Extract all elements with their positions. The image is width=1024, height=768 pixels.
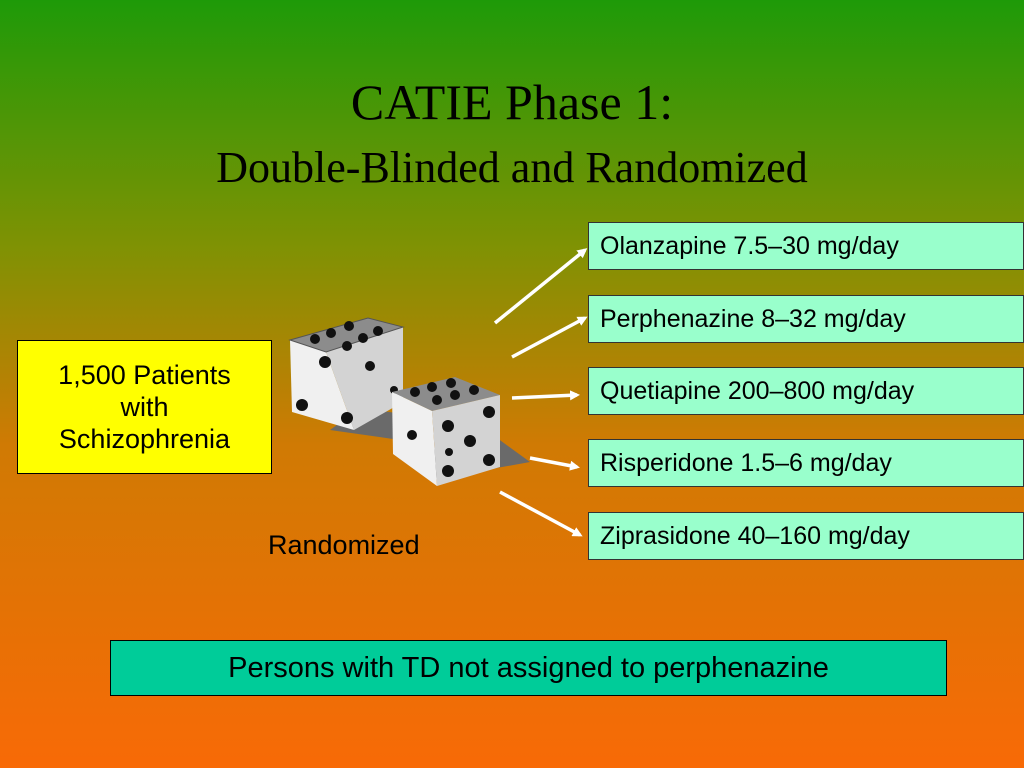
arm-label: Quetiapine 200–800 mg/day (600, 376, 915, 405)
patients-box: 1,500 Patients with Schizophrenia (17, 340, 272, 474)
arm-box-olanzapine: Olanzapine 7.5–30 mg/day (588, 222, 1024, 270)
td-note-box: Persons with TD not assigned to perphena… (110, 640, 947, 696)
arm-box-perphenazine: Perphenazine 8–32 mg/day (588, 295, 1024, 343)
arrow-icon (511, 316, 588, 359)
slide-title: CATIE Phase 1: (350, 74, 674, 130)
arm-label: Risperidone 1.5–6 mg/day (600, 448, 892, 477)
arm-label: Ziprasidone 40–160 mg/day (600, 521, 910, 550)
arrow-icon (511, 390, 580, 401)
randomized-label: Randomized (268, 530, 420, 560)
arrow-icon (529, 456, 580, 471)
arm-label: Olanzapine 7.5–30 mg/day (600, 231, 899, 260)
arm-box-quetiapine: Quetiapine 200–800 mg/day (588, 367, 1024, 415)
arm-box-ziprasidone: Ziprasidone 40–160 mg/day (588, 512, 1024, 560)
patients-label: 1,500 Patients with Schizophrenia (58, 360, 231, 454)
arm-box-risperidone: Risperidone 1.5–6 mg/day (588, 439, 1024, 487)
slide-subtitle: Double-Blinded and Randomized (216, 143, 808, 192)
arrow-icon (493, 248, 588, 325)
arm-label: Perphenazine 8–32 mg/day (600, 304, 906, 333)
arrow-icon (499, 490, 583, 537)
td-note-text: Persons with TD not assigned to perphena… (228, 651, 829, 684)
